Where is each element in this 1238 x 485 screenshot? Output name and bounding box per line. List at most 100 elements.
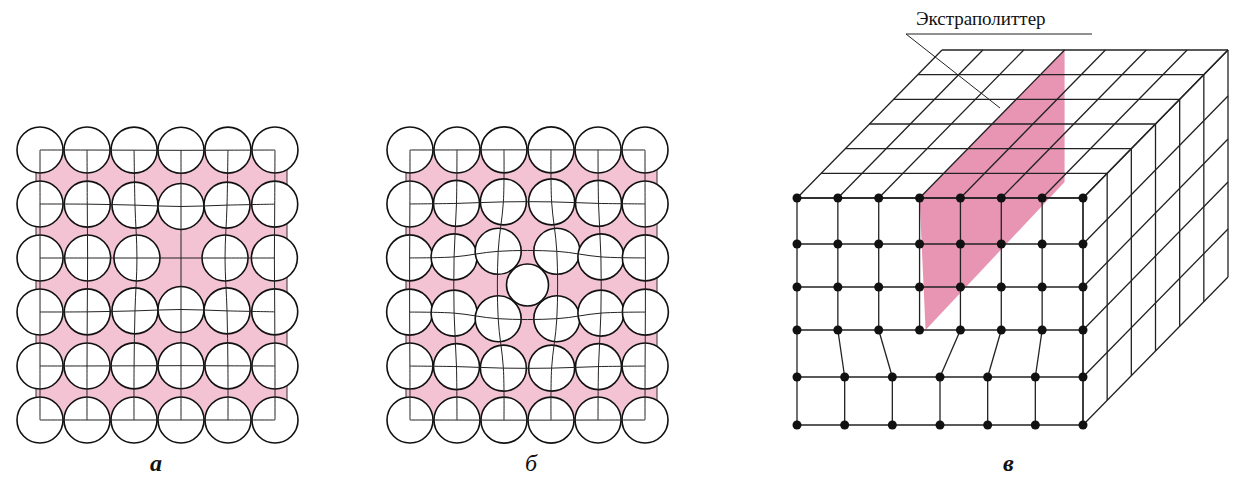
- cube-line: [870, 123, 1156, 124]
- atom-dot: [1038, 283, 1047, 292]
- interstitial-figure: [387, 127, 669, 443]
- atom-dot: [1079, 373, 1088, 382]
- lattice-line: [497, 150, 504, 420]
- cube-line: [878, 198, 879, 244]
- atom-dot: [874, 283, 883, 292]
- dislocation-figure: [793, 50, 1229, 430]
- cube-line: [1041, 198, 1042, 244]
- atom-dot: [833, 326, 842, 335]
- lattice-line: [40, 309, 275, 312]
- lattice-line: [134, 150, 137, 420]
- cube-line: [1131, 149, 1132, 376]
- atom-dot: [915, 283, 924, 292]
- lattice-line: [40, 204, 275, 207]
- atom-dot: [1079, 240, 1088, 249]
- lattice-line: [454, 150, 457, 420]
- cube-line: [1155, 124, 1156, 351]
- cube-line: [1082, 244, 1083, 287]
- cube-line: [1082, 198, 1083, 244]
- atom-dot: [840, 421, 849, 430]
- leader-line: [906, 34, 1092, 108]
- lattice-line: [181, 150, 182, 420]
- cube-line: [1227, 50, 1228, 277]
- atom-dot: [874, 326, 883, 335]
- cube-line: [942, 49, 1228, 50]
- cube-line: [1082, 287, 1083, 330]
- cube-line: [1035, 377, 1036, 425]
- cube-line: [837, 287, 838, 330]
- atom-dot: [1079, 326, 1088, 335]
- lattice-line: [410, 149, 645, 150]
- cube-line: [1082, 198, 1083, 425]
- atom-dot: [888, 421, 897, 430]
- atom-dot: [956, 194, 965, 203]
- cube-line: [892, 377, 893, 425]
- cube-line: [1001, 244, 1002, 287]
- cube-line: [845, 148, 1131, 149]
- atom-dot: [874, 194, 883, 203]
- atom-dot: [840, 373, 849, 382]
- atom-dot: [956, 240, 965, 249]
- cube-line: [1035, 330, 1042, 377]
- lattice-line: [39, 150, 40, 420]
- cube-line: [878, 244, 879, 287]
- cube-line: [796, 330, 797, 377]
- interstitial-atom: [507, 264, 549, 306]
- lattice-line: [274, 150, 276, 420]
- lattice-line: [598, 150, 601, 420]
- cube-line: [919, 244, 920, 287]
- lattice-line: [551, 150, 558, 420]
- lattice-line: [40, 258, 274, 259]
- lattice-ground: [36, 148, 287, 422]
- cube-line: [796, 287, 797, 330]
- cube-line: [1041, 287, 1042, 330]
- cube-line: [1082, 377, 1083, 425]
- atom-dot: [793, 283, 802, 292]
- atom-dot: [997, 283, 1006, 292]
- atom-dot: [936, 421, 945, 430]
- atom-dot: [997, 240, 1006, 249]
- lattice-line: [40, 419, 275, 420]
- figure-letter: в: [1003, 450, 1014, 476]
- atom-dot: [793, 240, 802, 249]
- atom-dot: [983, 373, 992, 382]
- atom-dot: [793, 326, 802, 335]
- atom-dot: [997, 194, 1006, 203]
- atom-dot: [983, 421, 992, 430]
- cube-line: [837, 198, 838, 244]
- lattice-line: [86, 150, 88, 420]
- figure-letter: б: [525, 450, 537, 476]
- cube-line: [960, 244, 961, 287]
- cube-line: [838, 330, 845, 377]
- vacancy-figure: [17, 127, 298, 443]
- atom-dot: [793, 194, 802, 203]
- atom-dot: [1038, 240, 1047, 249]
- cube-line: [894, 99, 1180, 100]
- cube-line: [960, 287, 961, 330]
- cube-line: [844, 377, 845, 425]
- atom-dot: [793, 373, 802, 382]
- atom-dot: [1031, 421, 1040, 430]
- atom-dot: [915, 240, 924, 249]
- cube-line: [1041, 244, 1042, 287]
- lattice-line: [225, 150, 228, 420]
- cube-line: [1107, 173, 1108, 400]
- cube-line: [918, 74, 1204, 75]
- atom-dot: [1031, 373, 1040, 382]
- atom-dot: [1079, 194, 1088, 203]
- cube-line: [939, 377, 940, 425]
- atom-dot: [915, 326, 924, 335]
- atom-dot: [874, 240, 883, 249]
- cube-line: [821, 173, 1107, 174]
- lattice-line: [645, 150, 646, 420]
- atom-dot: [1079, 283, 1088, 292]
- atom-dot: [936, 373, 945, 382]
- cube-line: [796, 244, 797, 287]
- atom-dot: [1038, 326, 1047, 335]
- lattice-line: [40, 365, 275, 366]
- cube-line: [960, 198, 961, 244]
- lattice-line: [410, 202, 645, 204]
- cube-line: [879, 330, 893, 377]
